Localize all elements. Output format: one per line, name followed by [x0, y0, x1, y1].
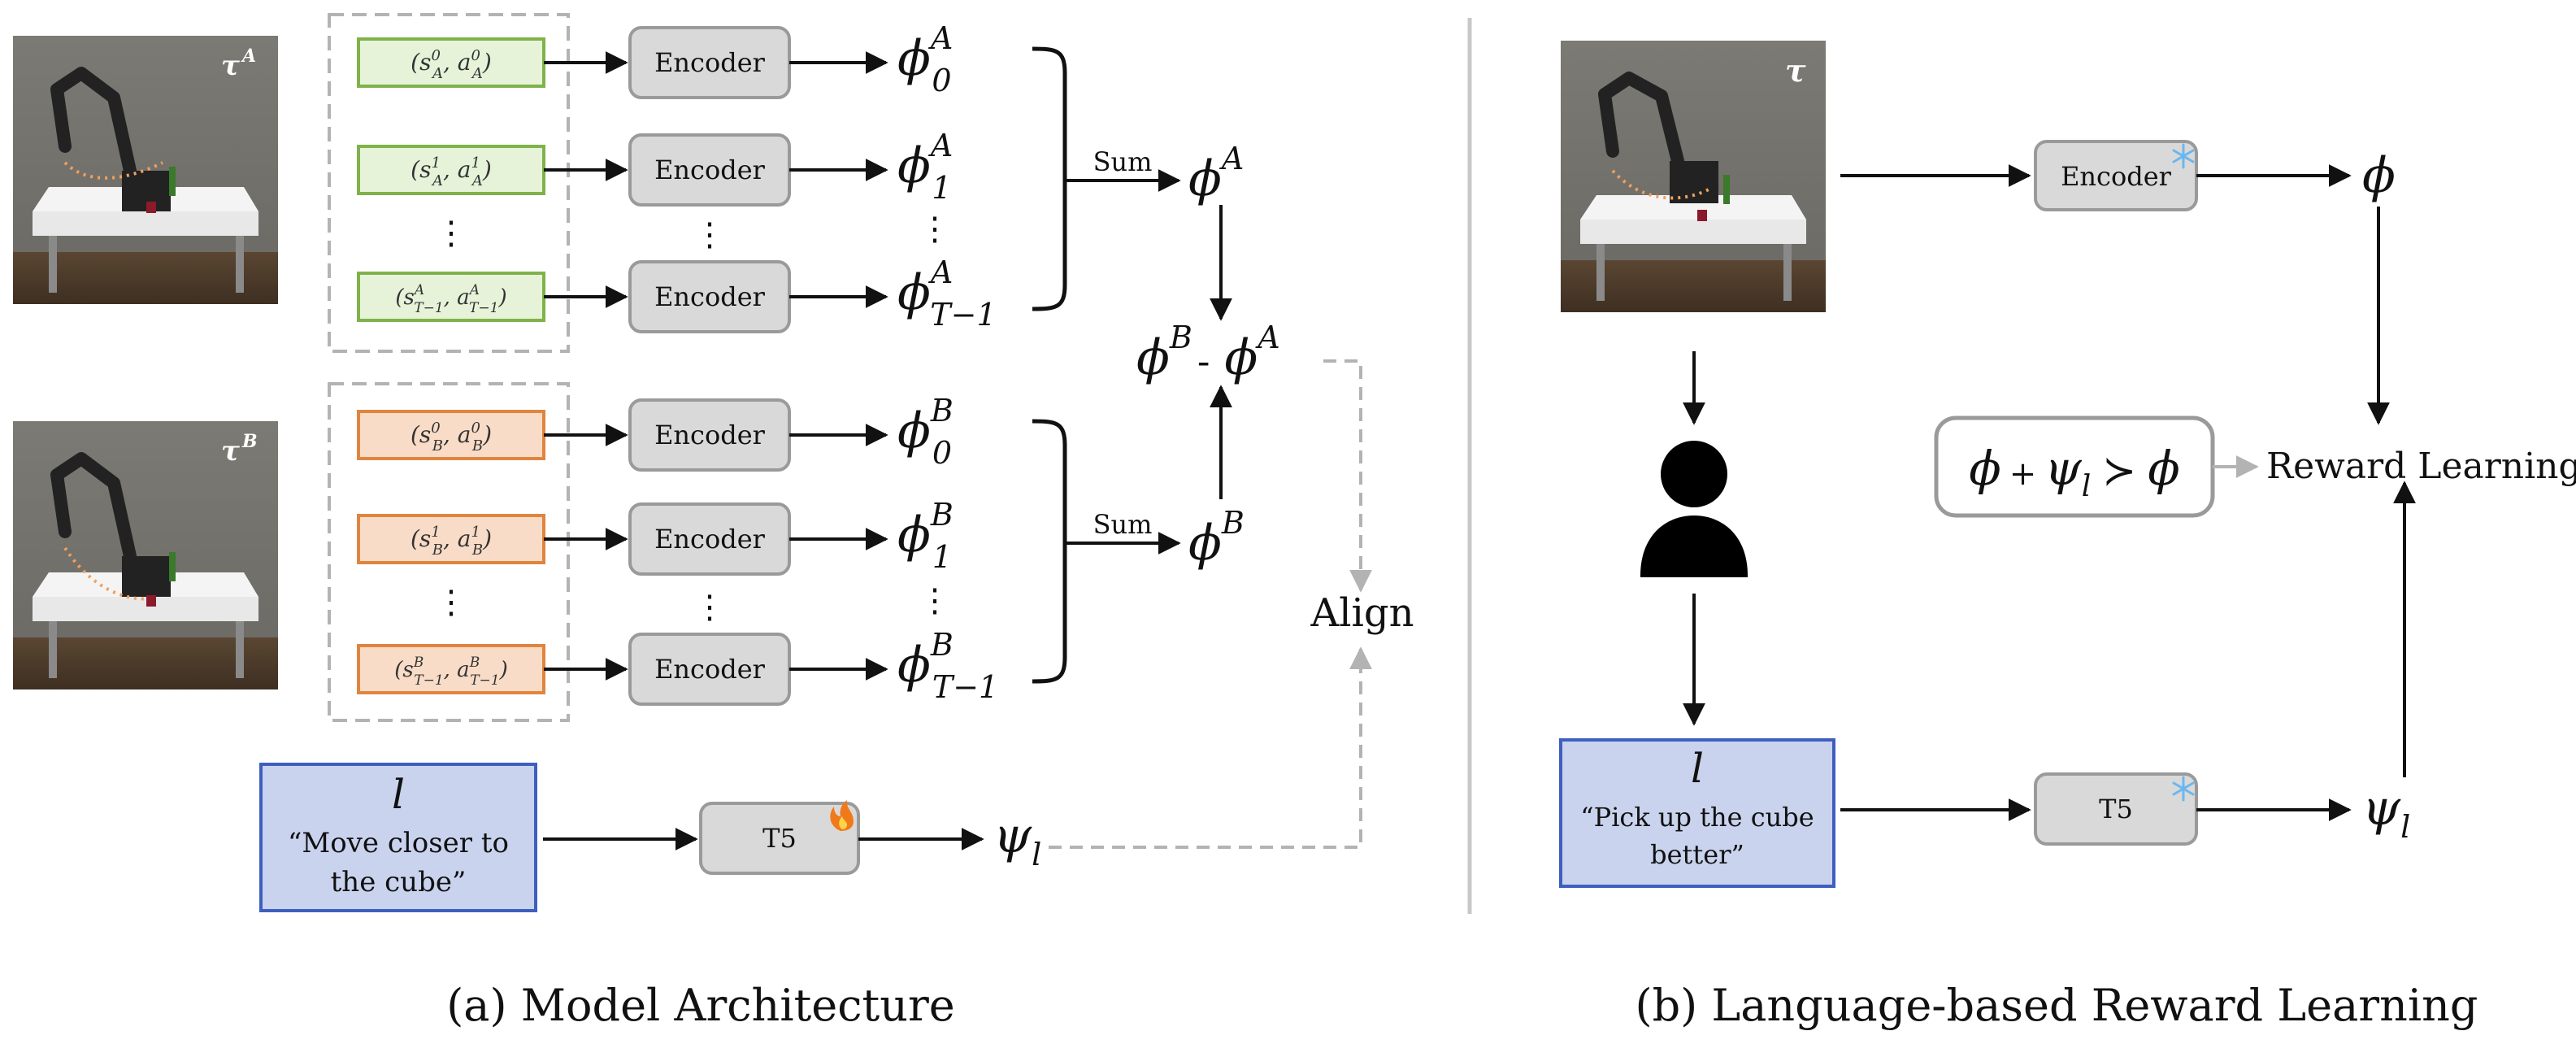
preference-box: ϕ+ψl≻ϕ: [1934, 415, 2215, 518]
trajectory-a-group: [328, 13, 570, 353]
svg-text:(sAT−1, aAT−1): (sAT−1, aAT−1): [395, 282, 506, 316]
sum-label-a: Sum: [1093, 146, 1153, 177]
phi-b-output: ϕ: [2362, 147, 2396, 204]
svg-text:Encoder: Encoder: [2061, 161, 2172, 192]
encoder-frozen: Encoder: [2034, 140, 2198, 211]
trajectory-b-group: [328, 382, 570, 722]
language-box-a: l “Move closer to the cube”: [259, 763, 537, 912]
svg-text:Encoder: Encoder: [654, 524, 766, 555]
phi-b-sum: ϕB: [1188, 505, 1245, 572]
sum-label-b: Sum: [1093, 509, 1153, 540]
person-icon: [1640, 441, 1748, 577]
pair-to-encoder-arrows: [544, 51, 628, 681]
svg-text:better”: better”: [1650, 839, 1744, 870]
dots-a-phi: ⋮: [919, 211, 951, 248]
svg-text:l: l: [392, 771, 405, 818]
dots-a-encoders: ⋮: [693, 216, 726, 254]
svg-text:Encoder: Encoder: [654, 281, 766, 312]
encoder-b-0: Encoder: [628, 398, 791, 472]
psi-l-b: ψl: [2362, 780, 2410, 845]
snowflake-icon: [2172, 143, 2195, 169]
robot-image-tau: τ: [1561, 41, 1826, 312]
language-box-b: l “Pick up the cube better”: [1559, 738, 1835, 888]
caption-b: (b) Language-based Reward Learning: [1636, 980, 2478, 1031]
svg-text:Encoder: Encoder: [654, 420, 766, 450]
phi-a-sum: ϕA: [1188, 141, 1244, 207]
tau-b-label: τ: [221, 435, 240, 468]
bracket-b: [1032, 419, 1067, 684]
t5-box-a: T5: [699, 800, 860, 875]
diff-to-align-arrow: [1323, 359, 1372, 593]
dots-b-phi: ⋮: [919, 582, 951, 620]
svg-text:Encoder: Encoder: [654, 654, 766, 685]
psi-to-align-arrow: [1049, 646, 1372, 849]
robot-image-tau-b: τ B: [13, 421, 278, 689]
encoder-a-1: Encoder: [628, 133, 791, 207]
reward-learning-label: Reward Learning: [2266, 446, 2576, 487]
phi-difference: ϕB-ϕA: [1136, 320, 1280, 386]
psi-l-a: ψl: [993, 807, 1041, 872]
encoder-a-t: Encoder: [628, 260, 791, 333]
tau-a-label: τ: [221, 50, 240, 82]
svg-text:Encoder: Encoder: [654, 47, 766, 78]
svg-text:T5: T5: [2099, 794, 2133, 824]
svg-text:ϕ+ψl≻ϕ: ϕ+ψl≻ϕ: [1969, 441, 2180, 503]
dots-b-encoders: ⋮: [693, 589, 726, 626]
tau-a-sup: A: [241, 46, 256, 67]
svg-text:l: l: [1691, 745, 1704, 792]
tau-label: τ: [1785, 52, 1806, 89]
dots-b-pairs: ⋮: [435, 584, 467, 621]
fire-icon: [830, 800, 854, 831]
svg-text:the cube”: the cube”: [331, 866, 467, 898]
snowflake-icon: [2172, 776, 2195, 802]
svg-text:“Pick up the cube: “Pick up the cube: [1580, 802, 1814, 833]
encoder-b-t: Encoder: [628, 633, 791, 706]
dots-a-pairs: ⋮: [435, 215, 467, 252]
caption-a: (a) Model Architecture: [446, 980, 955, 1031]
encoder-a-0: Encoder: [628, 26, 791, 99]
encoder-to-phi-arrows: [789, 51, 888, 681]
t5-box-frozen: T5: [2034, 772, 2198, 846]
align-label: Align: [1310, 590, 1414, 636]
bracket-a: [1032, 46, 1067, 311]
encoder-b-1: Encoder: [628, 502, 791, 576]
robot-image-tau-a: τ A: [13, 36, 278, 304]
svg-text:T5: T5: [762, 823, 797, 854]
svg-text:Encoder: Encoder: [654, 154, 766, 185]
svg-text:“Move closer to: “Move closer to: [288, 827, 509, 859]
tau-b-sup: B: [241, 431, 258, 452]
